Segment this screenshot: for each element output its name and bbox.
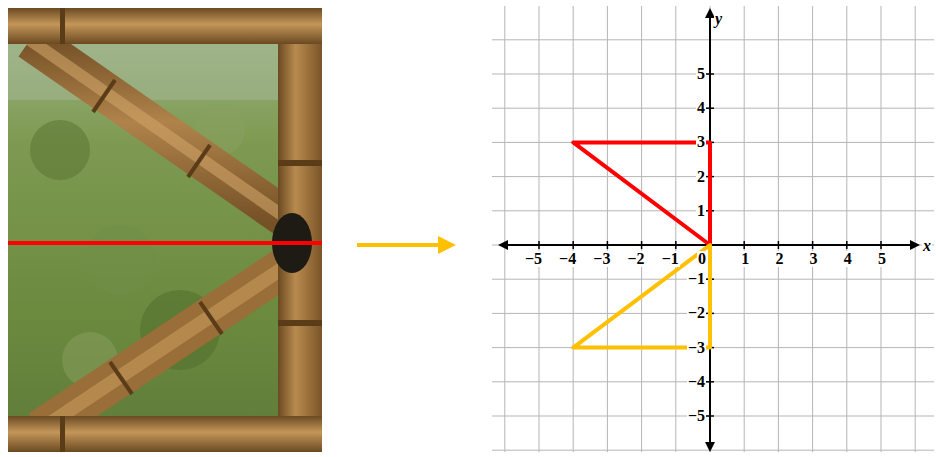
tick-label: 5	[877, 251, 887, 267]
tick-label: 1	[740, 251, 750, 267]
tick-label: −4	[558, 251, 577, 267]
orange-triangle	[573, 245, 710, 348]
axis-name: y	[714, 11, 723, 27]
mirror-line	[8, 241, 322, 245]
tick-label: −2	[626, 251, 645, 267]
transform-arrow	[357, 236, 456, 254]
tick-label: 2	[696, 169, 706, 185]
bamboo-photo	[8, 8, 322, 452]
tick-label: −5	[687, 408, 706, 424]
tick-label: 5	[696, 66, 706, 82]
tick-label: −1	[661, 251, 680, 267]
tick-marks	[539, 74, 881, 416]
tick-label: −3	[592, 251, 611, 267]
red-triangle	[573, 142, 710, 245]
tick-label: 3	[809, 251, 819, 267]
tick-label: 0	[697, 251, 707, 267]
tick-label: −2	[687, 305, 706, 321]
tick-label: 2	[774, 251, 784, 267]
grid	[492, 6, 934, 452]
tick-label: 4	[843, 251, 853, 267]
tick-label: 4	[696, 100, 706, 116]
tick-label: −4	[687, 374, 706, 390]
tick-label: 3	[696, 134, 706, 150]
axis-name: x	[922, 238, 932, 254]
tick-label: −5	[524, 251, 543, 267]
tick-label: −3	[687, 340, 706, 356]
tick-label: −1	[687, 271, 706, 287]
tick-label: 1	[696, 203, 706, 219]
